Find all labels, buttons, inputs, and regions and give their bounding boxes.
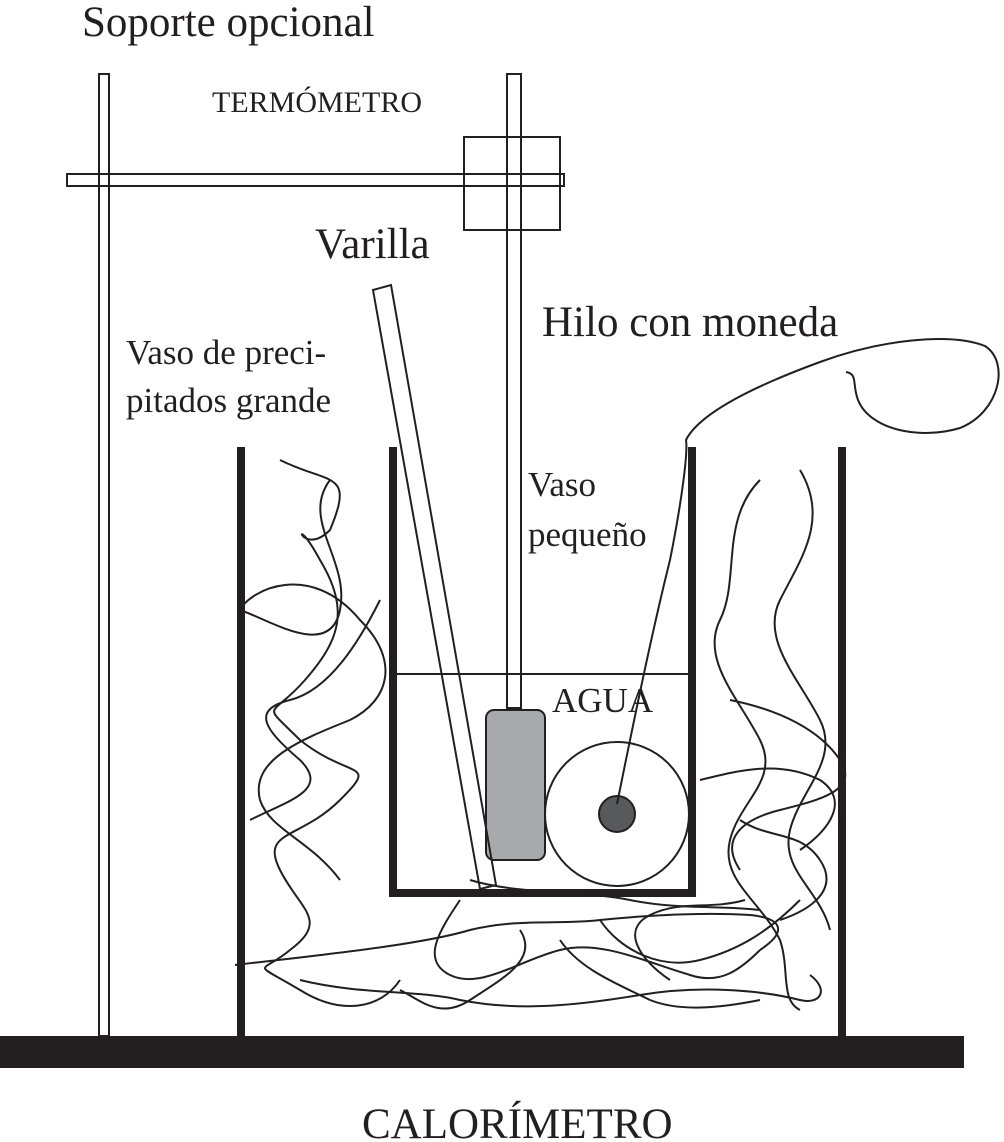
- label-small-beaker-2: pequeño: [528, 515, 647, 554]
- big-beaker-left-wall: [237, 447, 245, 1037]
- thermometer-bulb: [485, 709, 546, 861]
- coin-disc: [544, 741, 690, 887]
- small-beaker-bottom: [389, 889, 696, 897]
- label-water: AGUA: [552, 681, 654, 720]
- support-pole: [98, 73, 110, 1037]
- insulation-paper: [234, 459, 847, 1011]
- support-crossbar: [66, 173, 565, 187]
- label-rod: Varilla: [315, 221, 430, 268]
- big-beaker-right-wall: [838, 447, 846, 1037]
- label-support: Soporte opcional: [82, 0, 375, 46]
- label-thermometer: TERMÓMETRO: [212, 86, 422, 119]
- base-plate: [0, 1036, 964, 1068]
- label-small-beaker-1: Vaso: [528, 465, 596, 504]
- thread-with-coin: [616, 338, 1000, 805]
- coin: [598, 795, 636, 833]
- label-calorimeter: CALORÍMETRO: [362, 1101, 673, 1142]
- small-beaker-left-wall: [389, 447, 397, 897]
- label-big-beaker-1: Vaso de preci-: [126, 333, 326, 372]
- thermometer-stem: [506, 73, 522, 709]
- thermometer-clamp: [463, 136, 561, 231]
- stirring-rod: [371, 283, 498, 891]
- small-beaker-right-wall: [688, 447, 696, 897]
- label-big-beaker-2: pitados grande: [126, 381, 331, 420]
- label-thread: Hilo con moneda: [542, 299, 838, 346]
